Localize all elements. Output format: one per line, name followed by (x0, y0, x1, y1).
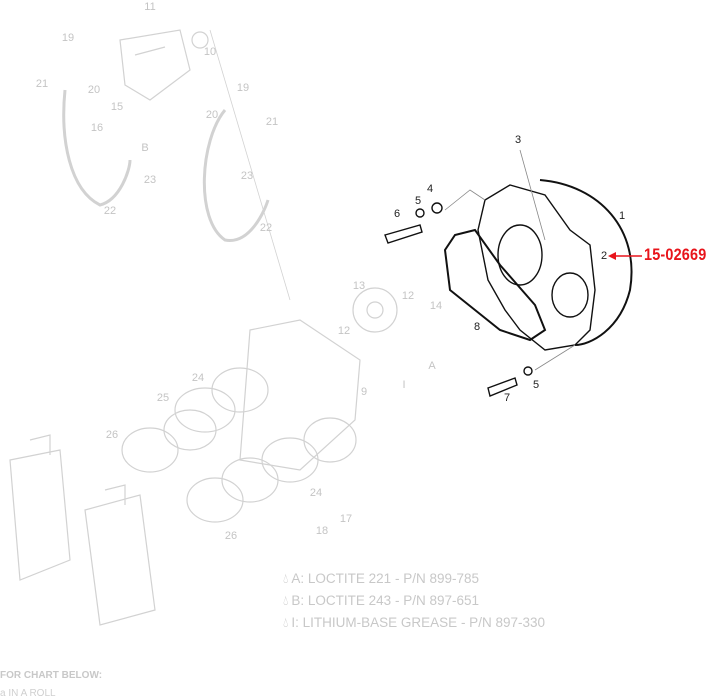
callout-12: 12 (337, 325, 351, 337)
legend-item-i: 💧︎I: LITHIUM-BASE GREASE - P/N 897-330 (283, 615, 545, 631)
drop-icon: 💧︎ (283, 571, 289, 586)
callout-23: 23 (240, 170, 254, 182)
bolt-7 (487, 377, 518, 397)
callout-21: 21 (35, 78, 49, 90)
callout-13: 13 (352, 280, 366, 292)
callout-16: 16 (90, 122, 104, 134)
callout-15: 15 (110, 101, 124, 113)
callout-19: 19 (61, 32, 75, 44)
callout-18: 18 (315, 525, 329, 537)
callout-5: 5 (414, 195, 422, 207)
callout-22: 22 (103, 205, 117, 217)
washer-5b (523, 366, 533, 376)
callout-11: 11 (144, 1, 156, 13)
drop-icon: 💧︎ (283, 593, 289, 608)
carburetor-right (84, 484, 156, 626)
legend-text: I: LITHIUM-BASE GREASE - P/N 897-330 (291, 615, 545, 630)
cover-2 (477, 184, 596, 351)
callout-26: 26 (224, 530, 238, 542)
roll-note: a IN A ROLL (0, 688, 56, 699)
callout-20: 20 (87, 84, 101, 96)
callout-B: B (141, 142, 149, 154)
callout-A: A (428, 360, 436, 372)
washer-5 (415, 208, 425, 218)
oil-pump (119, 29, 191, 101)
drop-icon: 💧︎ (283, 615, 289, 630)
callout-21: 21 (265, 116, 279, 128)
callout-12: 12 (401, 290, 415, 302)
callout-14: 14 (429, 300, 443, 312)
callout-7: 7 (503, 392, 511, 404)
carburetor-left (9, 434, 71, 581)
callout-1: 1 (618, 210, 626, 222)
callout-23: 23 (143, 174, 157, 186)
callout-2: 2 (600, 250, 608, 262)
part-number-label[interactable]: 15-02669 (644, 245, 707, 264)
callout-5: 5 (532, 379, 540, 391)
callout-26: 26 (105, 429, 119, 441)
gasket-8 (443, 228, 547, 342)
gear (352, 287, 398, 333)
legend-item-a: 💧︎A: LOCTITE 221 - P/N 899-785 (283, 571, 479, 587)
callout-I: I (402, 379, 406, 391)
callout-4: 4 (426, 183, 434, 195)
callout-20: 20 (205, 109, 219, 121)
washer-4 (431, 202, 443, 214)
callout-8: 8 (473, 321, 481, 333)
callout-25: 25 (156, 392, 170, 404)
callout-6: 6 (393, 208, 401, 220)
chart-note: FOR CHART BELOW: (0, 670, 103, 681)
callout-10: 10 (203, 46, 217, 58)
o-ring-1 (539, 179, 633, 346)
legend-text: B: LOCTITE 243 - P/N 897-651 (291, 593, 479, 608)
faded-parts (9, 29, 398, 626)
callout-19: 19 (236, 82, 250, 94)
arrow-head-icon (608, 252, 616, 260)
callout-22: 22 (259, 222, 273, 234)
callout-17: 17 (339, 513, 353, 525)
callout-24: 24 (191, 372, 205, 384)
legend-text: A: LOCTITE 221 - P/N 899-785 (291, 571, 479, 586)
legend-item-b: 💧︎B: LOCTITE 243 - P/N 897-651 (283, 593, 479, 609)
bolt-6 (384, 224, 423, 244)
rotary-valve-cover-assembly (384, 149, 633, 397)
callout-3: 3 (514, 134, 522, 146)
callout-9: 9 (360, 386, 368, 398)
callout-24: 24 (309, 487, 323, 499)
intake-manifold (239, 319, 361, 471)
